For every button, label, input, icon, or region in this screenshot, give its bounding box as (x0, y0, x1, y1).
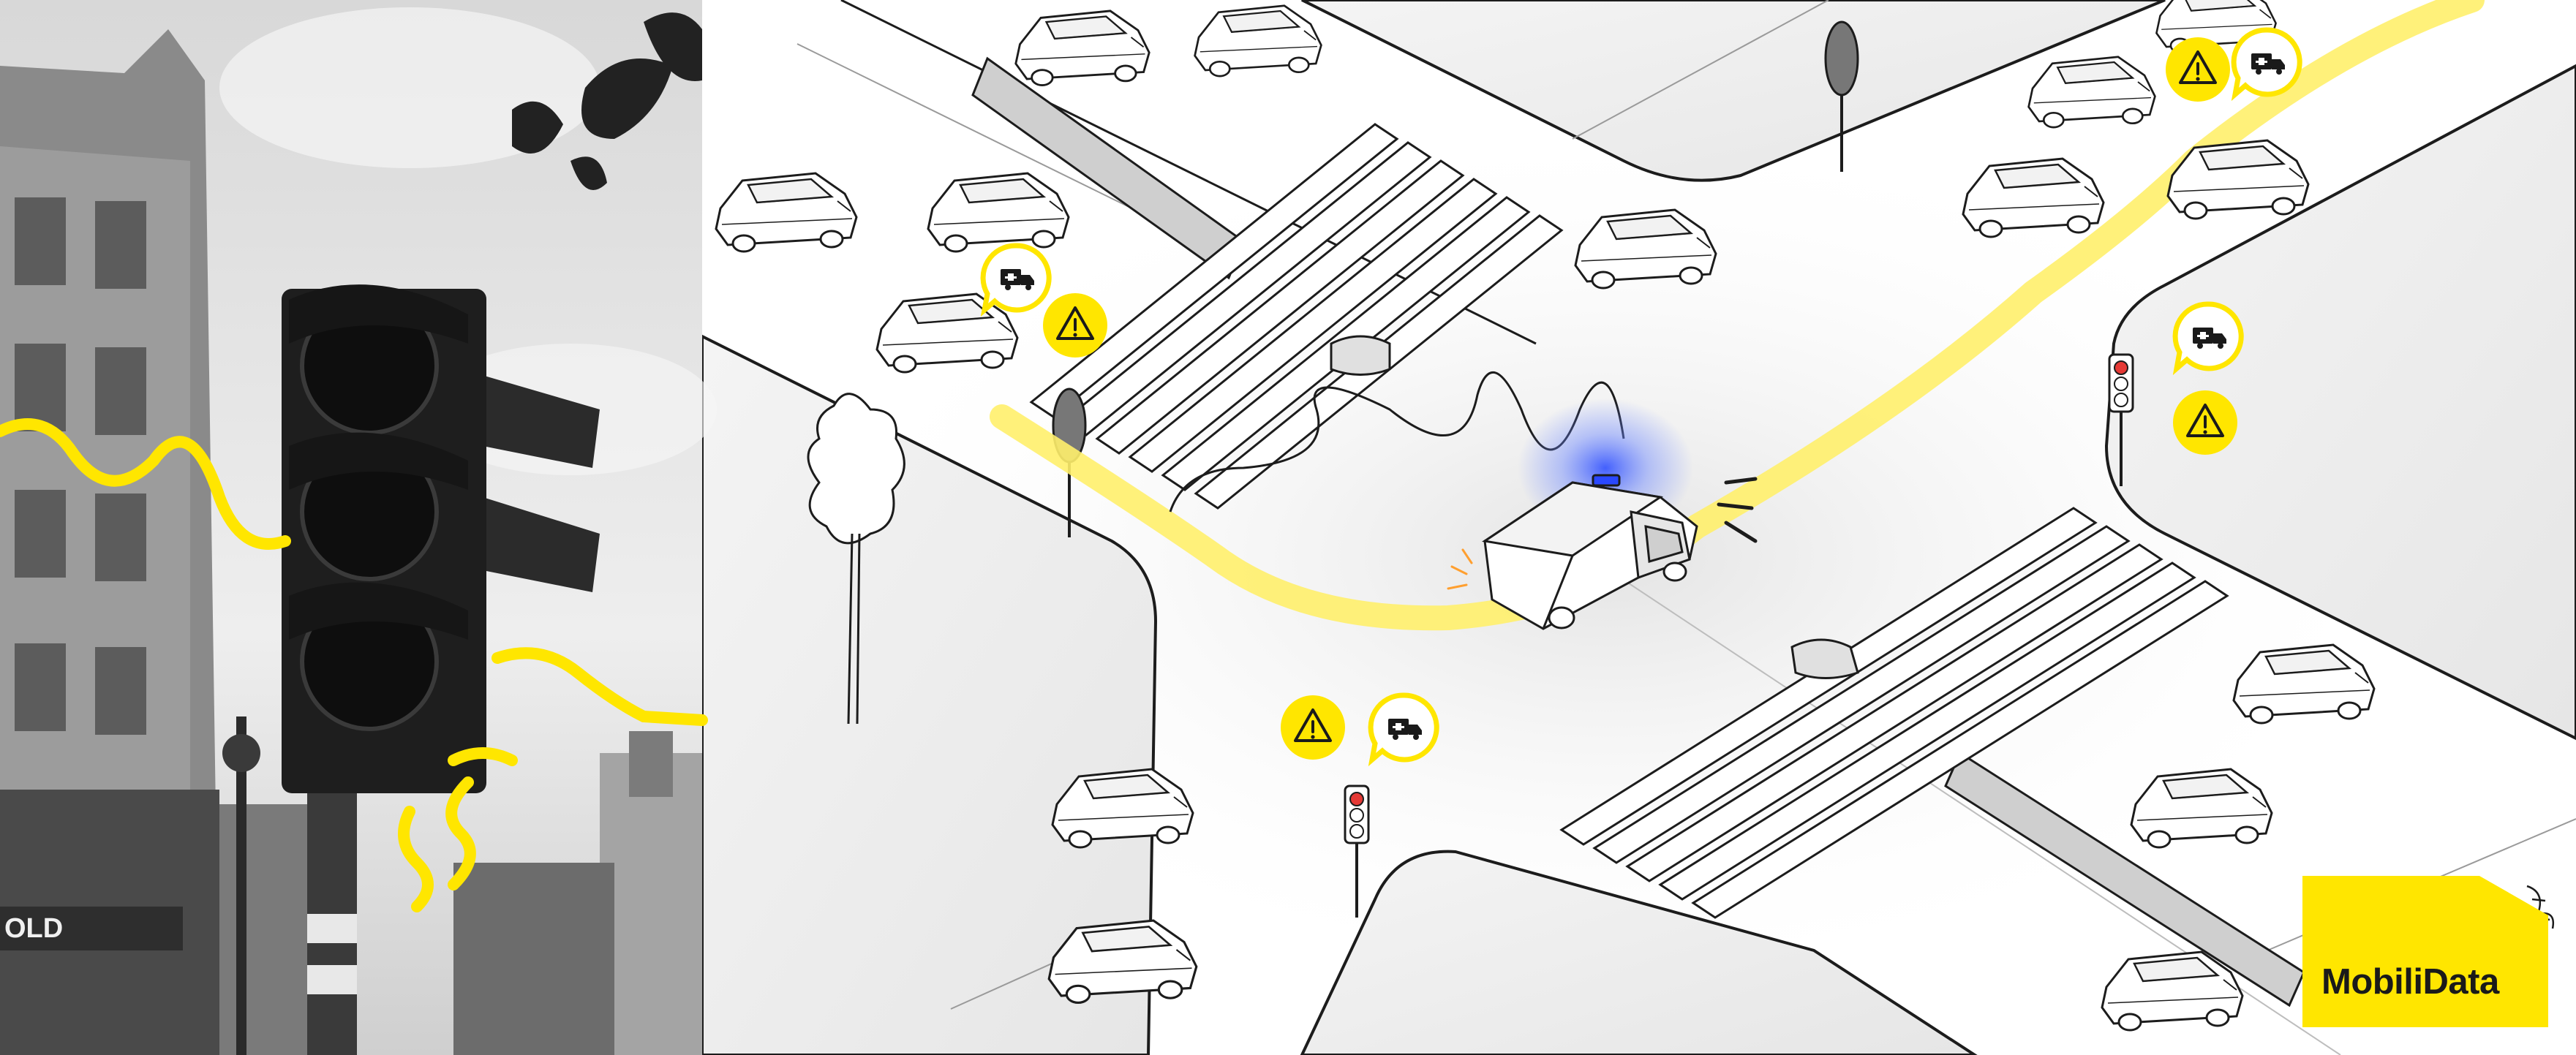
sidewalk-block-north (1301, 0, 2166, 182)
crosswalk-south (1559, 507, 2229, 919)
tree-sketch (807, 393, 905, 725)
emergency-van (1482, 474, 1698, 630)
median-south (1944, 751, 2305, 1007)
road-sign-north (1824, 20, 1859, 172)
mobilidata-logo: MobiliData (2302, 876, 2548, 1027)
storefront-sign: OLD (4, 913, 63, 944)
alert-ticks (1717, 477, 1758, 543)
sidewalk-block-east (2104, 64, 2576, 741)
median-north (971, 56, 1245, 280)
sidewalk-block-south (1300, 850, 1978, 1055)
logo-text: MobiliData (2321, 962, 2499, 1002)
traffic-light-photo: OLD (0, 0, 717, 1055)
